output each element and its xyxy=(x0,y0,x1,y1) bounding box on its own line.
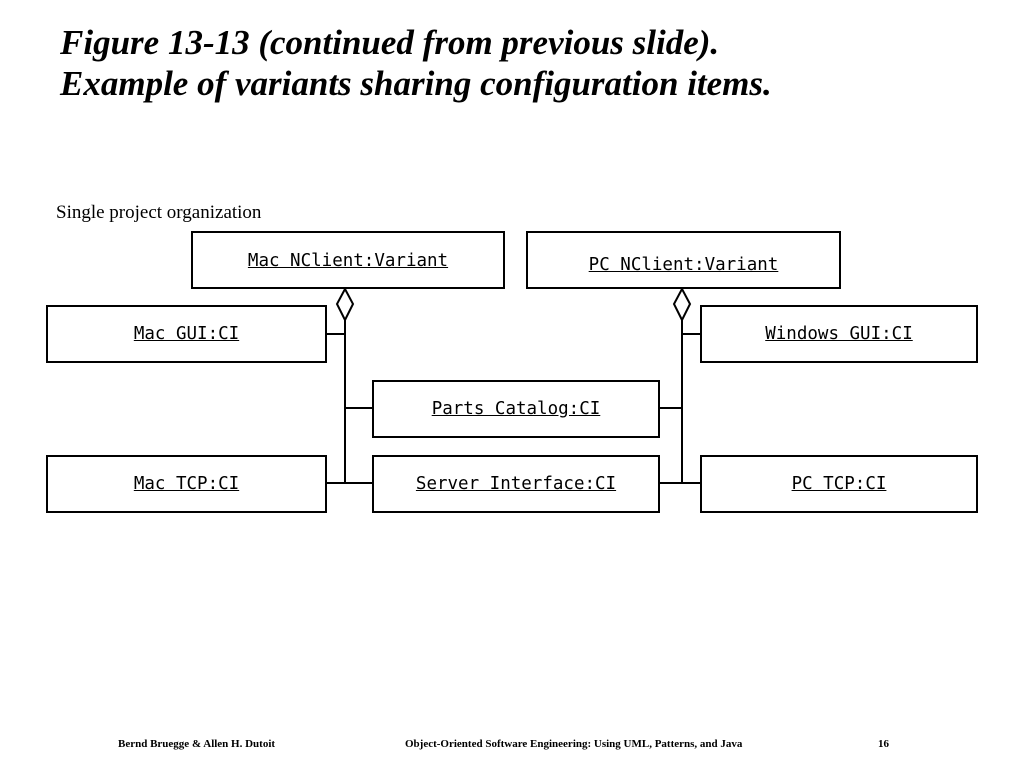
windows-gui-ci-label: Windows GUI:CI xyxy=(765,324,913,344)
server-interface-ci-box: Server Interface:CI xyxy=(372,455,660,513)
pc-tcp-ci-box: PC TCP:CI xyxy=(700,455,978,513)
pc-tcp-ci-label: PC TCP:CI xyxy=(791,474,887,494)
pc-nclient-variant-box: PC NClient:Variant xyxy=(526,231,841,289)
mac-gui-ci-box: Mac GUI:CI xyxy=(46,305,327,363)
mac-nclient-variant-label: Mac NClient:Variant xyxy=(247,251,449,271)
footer-book-title: Object-Oriented Software Engineering: Us… xyxy=(405,738,743,750)
pc-nclient-variant-label: PC NClient:Variant xyxy=(588,255,779,275)
mac-tcp-ci-label: Mac TCP:CI xyxy=(133,474,240,494)
footer-page-number: 16 xyxy=(878,738,889,750)
title-line-2: Example of variants sharing configuratio… xyxy=(60,64,772,103)
slide-title: Figure 13-13 (continued from previous sl… xyxy=(60,22,772,104)
mac-gui-ci-label: Mac GUI:CI xyxy=(133,324,240,344)
mac-tcp-ci-box: Mac TCP:CI xyxy=(46,455,327,513)
server-interface-ci-label: Server Interface:CI xyxy=(415,474,617,494)
mac-nclient-variant-box: Mac NClient:Variant xyxy=(191,231,505,289)
parts-catalog-ci-label: Parts Catalog:CI xyxy=(431,399,601,419)
footer-authors: Bernd Bruegge & Allen H. Dutoit xyxy=(118,738,276,750)
windows-gui-ci-box: Windows GUI:CI xyxy=(700,305,978,363)
title-line-1: Figure 13-13 (continued from previous sl… xyxy=(60,23,720,62)
subtitle: Single project organization xyxy=(56,202,262,223)
parts-catalog-ci-box: Parts Catalog:CI xyxy=(372,380,660,438)
aggregation-diamond-pc xyxy=(672,286,692,323)
aggregation-diamond-mac xyxy=(335,286,355,323)
